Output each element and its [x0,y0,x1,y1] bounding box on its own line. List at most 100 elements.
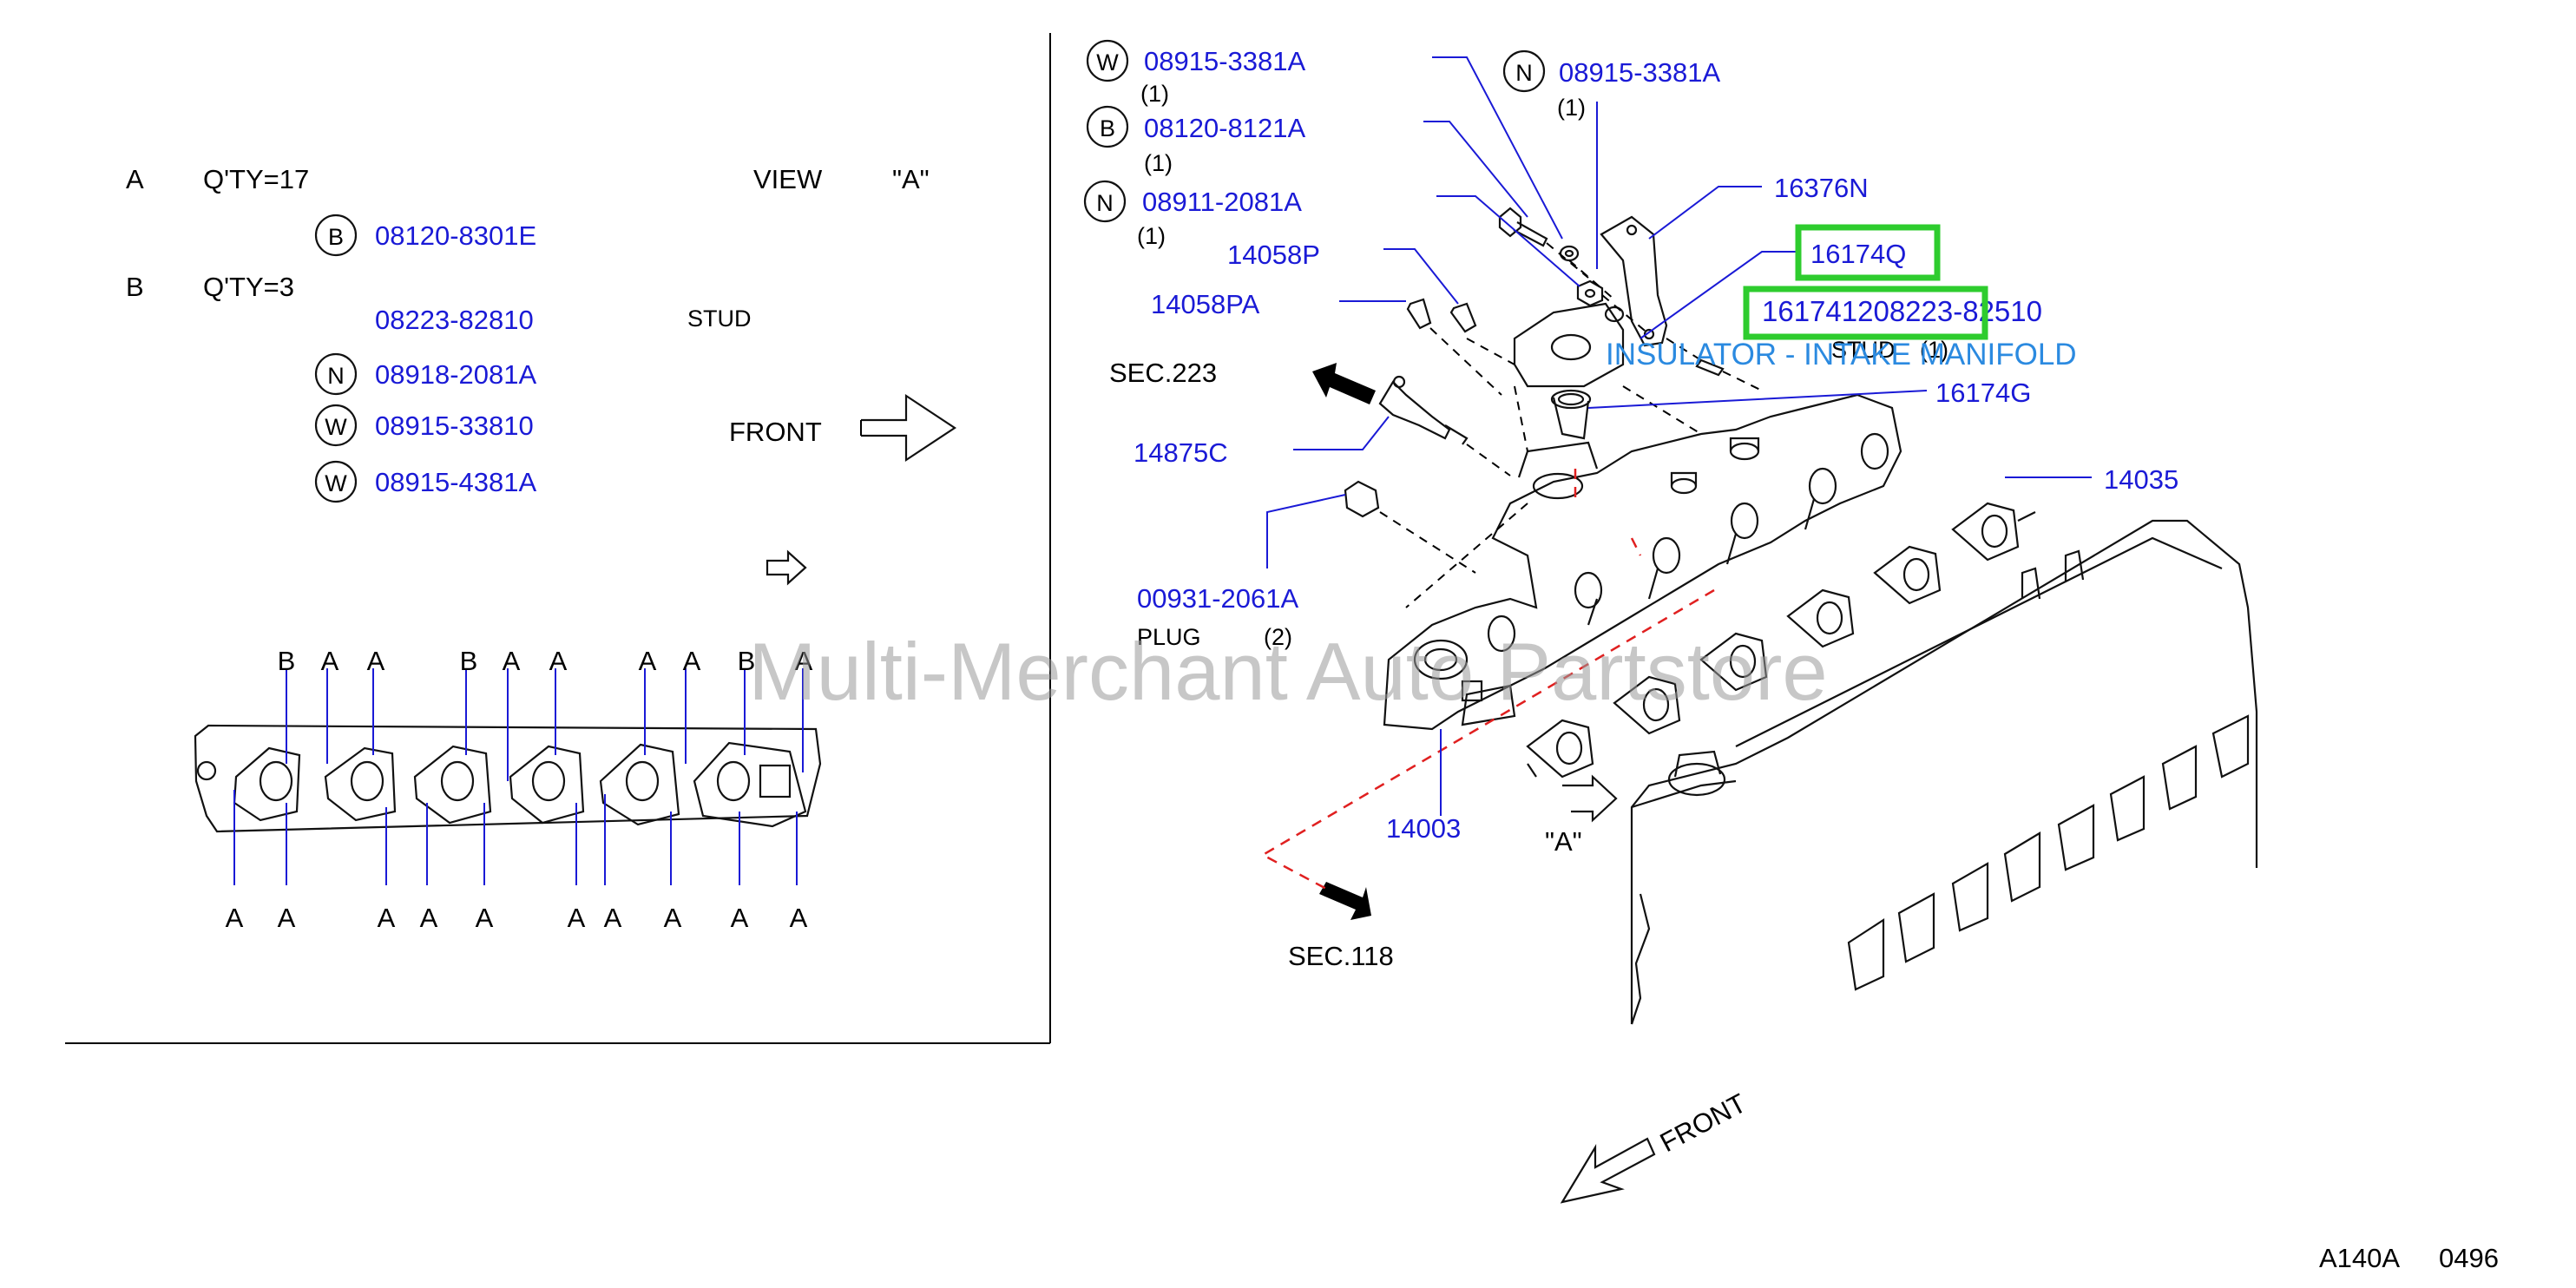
top-letter: A [683,646,701,676]
bottom-letter: A [476,903,494,933]
badge-letter: B [328,224,344,250]
legend-panel: A Q'TY=17 VIEW "A" B 08120-8301E B Q'TY=… [65,33,1051,1044]
small-arrow-icon [766,549,807,586]
watermark: Multi-Merchant Auto Partstore [748,626,1827,717]
legend-part-number[interactable]: 08918-2081A [375,359,536,390]
diagram-code: A140A [2319,1243,2400,1273]
legend-part-number[interactable]: 08223-82810 [375,305,534,335]
view-a-label: "A" [1545,826,1582,857]
intake-manifold-drawing [1383,393,1902,731]
plug-label: PLUG [1137,624,1201,650]
legend-part-number[interactable]: 08915-33810 [375,411,534,441]
w-badge-icon [314,460,358,503]
sec-118-label[interactable]: SEC.118 [1288,941,1394,971]
part-14003[interactable]: 14003 [1386,813,1461,844]
badge-letter: N [327,363,345,389]
part-number[interactable]: 08120-8121A [1144,113,1305,143]
callout-w-washer[interactable]: W 08915-3381A (1) [1086,39,1305,107]
part-14058p[interactable]: 14058P [1227,240,1320,270]
top-letter: A [549,646,568,676]
n-badge-icon [1502,49,1546,93]
part-16376n[interactable]: 16376N [1774,173,1869,203]
legend-front-label: FRONT [729,417,822,447]
bottom-letter: A [664,903,682,933]
bottom-letter: A [420,903,438,933]
part-number[interactable]: 08911-2081A [1142,187,1302,217]
top-letter: A [503,646,521,676]
sec118-arrow-icon [1319,882,1371,920]
legend-part-number[interactable]: 08120-8301E [375,220,536,251]
legend-a-qty: Q'TY=17 [203,164,309,194]
part-14058pa[interactable]: 14058PA [1151,289,1260,319]
w-badge-icon [314,404,358,447]
legend-item-w-washer-2[interactable]: W 08915-4381A [314,460,536,503]
part-00931-2061a[interactable]: 00931-2061A [1137,583,1298,614]
bottom-letter: A [790,903,808,933]
part-14035[interactable]: 14035 [2104,464,2178,495]
part-qty: (1) [1557,95,1586,121]
leader-lines [1266,56,1928,816]
diagram-number: 0496 [2439,1243,2499,1273]
front-arrow-lower-icon [1560,1137,1656,1204]
badge-letter: N [1515,60,1533,86]
b-badge-icon [314,214,358,257]
view-a-bottom-letters: A A A A A A A A A A [226,903,808,933]
legend-item-b-bolt[interactable]: B 08120-8301E [314,214,536,257]
legend-part-note: STUD [687,306,752,332]
bottom-letter: A [731,903,749,933]
callout-n-nut[interactable]: N 08911-2081A (1) [1083,180,1302,249]
top-letter: B [460,646,478,676]
front-arrow-icon [861,393,956,463]
callout-b-bolt[interactable]: B 08120-8121A (1) [1086,105,1305,176]
top-letter: B [278,646,296,676]
b-badge-icon [1086,105,1129,148]
insulator-drawing [1513,302,1625,440]
legend-part-number[interactable]: 08915-4381A [375,467,536,497]
legend-item-n-nut[interactable]: N 08918-2081A [314,352,536,396]
bottom-letter: A [226,903,244,933]
sec118-red-leader [1260,588,1715,891]
badge-letter: N [1096,190,1114,216]
legend-b-key: B [126,272,144,302]
part-qty: (1) [1140,81,1169,107]
part-number[interactable]: 08915-3381A [1559,57,1720,88]
badge-letter: B [1100,115,1115,141]
sec-223-label[interactable]: SEC.223 [1109,358,1217,388]
w-badge-icon [1086,39,1129,82]
stud-drawing [1695,358,1725,377]
bottom-letter: A [378,903,396,933]
exhaust-gasket-drawing [1526,502,2036,779]
top-letter: B [738,646,756,676]
top-letter: A [367,646,385,676]
explode-lines [1379,242,1763,608]
top-letter: A [321,646,339,676]
highlight-16174 [1743,286,1988,340]
badge-letter: W [1096,49,1119,76]
callout-n-washer[interactable]: N 08915-3381A (1) [1502,49,1720,121]
exploded-view: W 08915-3381A (1) B 08120-8121A (1) N 08… [1083,39,2258,1204]
bracket-drawing [1600,215,1668,347]
part-qty: (1) [1137,223,1166,249]
front-label-lower: FRONT [1655,1088,1751,1158]
legend-item-w-washer-1[interactable]: W 08915-33810 [314,404,534,447]
part-14875c[interactable]: 14875C [1134,437,1228,468]
overlap-stud-label: STUD [1831,337,1896,363]
part-number[interactable]: 08915-3381A [1144,46,1305,76]
part-qty: (1) [1144,150,1173,176]
view-label: VIEW [753,164,823,194]
top-letter: A [639,646,657,676]
part-16174q[interactable]: 16174Q [1810,239,1906,269]
view-name: "A" [892,164,930,194]
part-16174g[interactable]: 16174G [1935,378,2031,408]
legend-b-qty: Q'TY=3 [203,272,294,302]
view-a-flange-drawing [194,668,822,885]
overlap-part-numbers[interactable]: 161741208223-82510 [1762,295,2042,327]
n-badge-icon [1083,180,1127,223]
sec223-arrow-icon [1312,363,1376,404]
badge-letter: W [325,470,347,496]
plug-drawing [1344,480,1380,518]
overlap-stud-qty: (1) [1920,337,1948,363]
legend-item-stud[interactable]: 08223-82810 STUD [375,305,752,335]
bottom-letter: A [568,903,586,933]
